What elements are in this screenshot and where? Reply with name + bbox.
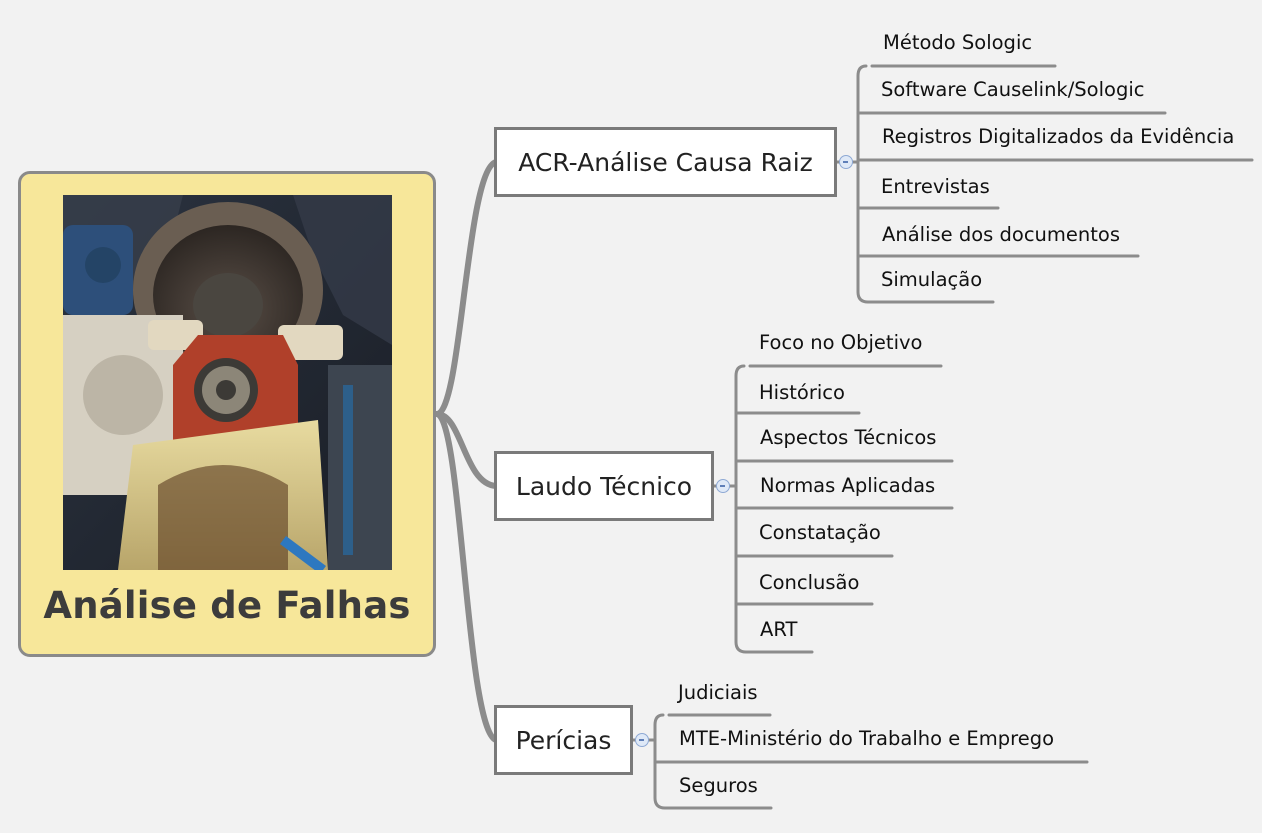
- subtopic-registros-digitalizados[interactable]: Registros Digitalizados da Evidência: [882, 125, 1234, 149]
- subtopic-analise-documentos[interactable]: Análise dos documentos: [882, 223, 1120, 247]
- subtopic-software-causelink[interactable]: Software Causelink/Sologic: [881, 78, 1144, 102]
- subtopic-seguros[interactable]: Seguros: [679, 774, 758, 798]
- subtopic-foco-objetivo[interactable]: Foco no Objetivo: [759, 331, 922, 355]
- topic-pericias[interactable]: Perícias: [494, 705, 633, 775]
- collapse-pericias-minus-circle-icon[interactable]: [635, 733, 649, 747]
- subtopic-historico[interactable]: Histórico: [759, 381, 845, 405]
- collapse-acr-minus-circle-icon[interactable]: [839, 155, 853, 169]
- subtopic-art[interactable]: ART: [760, 618, 797, 642]
- connector-pericias: [437, 414, 496, 740]
- subtopic-constatacao[interactable]: Constatação: [759, 521, 881, 545]
- topic-acr[interactable]: ACR-Análise Causa Raiz: [494, 127, 837, 197]
- central-title: Análise de Falhas: [21, 584, 433, 627]
- collapse-laudo-minus-circle-icon[interactable]: [716, 479, 730, 493]
- central-topic[interactable]: Análise de Falhas: [18, 171, 436, 657]
- connector-acr: [437, 162, 496, 414]
- subtopic-metodo-sologic[interactable]: Método Sologic: [883, 31, 1032, 55]
- subtopic-mte[interactable]: MTE-Ministério do Trabalho e Emprego: [679, 727, 1054, 751]
- topic-pericias-label: Perícias: [516, 726, 612, 755]
- topic-laudo-tecnico[interactable]: Laudo Técnico: [494, 451, 714, 521]
- topic-laudo-label: Laudo Técnico: [516, 472, 692, 501]
- subtopic-aspectos-tecnicos[interactable]: Aspectos Técnicos: [760, 426, 936, 450]
- topic-acr-label: ACR-Análise Causa Raiz: [518, 148, 813, 177]
- subtopic-simulacao[interactable]: Simulação: [881, 268, 982, 292]
- subtopic-judiciais[interactable]: Judiciais: [678, 681, 758, 705]
- subtopic-normas-aplicadas[interactable]: Normas Aplicadas: [760, 474, 935, 498]
- subtopic-entrevistas[interactable]: Entrevistas: [881, 175, 990, 199]
- laudo-connectors: [712, 366, 952, 652]
- subtopic-conclusao[interactable]: Conclusão: [759, 571, 859, 595]
- failure-machine-photo: [63, 195, 392, 570]
